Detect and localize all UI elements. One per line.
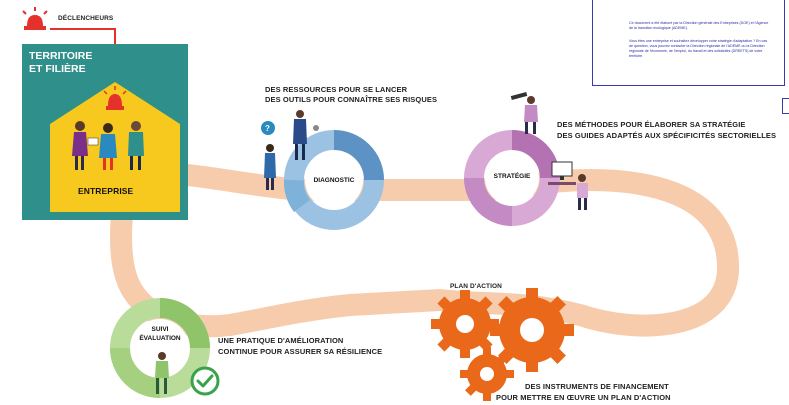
alarm-icon — [18, 6, 52, 32]
check-icon — [190, 366, 220, 396]
enterprise-label: ENTREPRISE — [78, 186, 134, 196]
diagnostic-text-line1: DES RESSOURCES POUR SE LANCER — [265, 85, 408, 94]
suivi-person-illustration — [155, 352, 169, 394]
enterprise-people-illustration — [72, 121, 144, 170]
desk-person-illustration — [548, 161, 588, 210]
strategie-ring — [464, 130, 560, 226]
suivi-label-line1: SUIVI — [151, 326, 169, 333]
territoire-title-line1: TERRITOIRE — [29, 50, 93, 62]
edge-marker — [782, 98, 789, 114]
info-note-box: Ce document a été élaboré par la Directi… — [592, 0, 785, 86]
diagnostic-label: DIAGNOSTIC — [313, 177, 355, 184]
diagnostic-people-illustration: ? — [261, 110, 319, 190]
svg-text:?: ? — [265, 124, 270, 133]
territoire-title-line2: ET FILIÈRE — [29, 63, 86, 75]
suivi-ring — [110, 298, 210, 398]
suivi-label-line2: ÉVALUATION — [139, 335, 181, 342]
plan-text-line2: POUR METTRE EN ŒUVRE UN PLAN D'ACTION — [496, 393, 671, 402]
alarm-connector — [50, 28, 116, 30]
suivi-text-line2: CONTINUE POUR ASSURER SA RÉSILIENCE — [218, 347, 383, 356]
strategie-label: STRATÉGIE — [493, 173, 531, 180]
alarm-label: DÉCLENCHEURS — [58, 15, 114, 22]
info-note-line1: Ce document a été élaboré par la Directi… — [629, 21, 769, 30]
diagnostic-ring — [283, 130, 384, 230]
plan-gears — [431, 288, 574, 401]
plan-text-line1: DES INSTRUMENTS DE FINANCEMENT — [525, 382, 669, 391]
plan-label: PLAN D'ACTION — [450, 283, 502, 290]
info-note-line2: Vous êtes une entreprise et souhaitez dé… — [629, 39, 768, 58]
suivi-text-line1: UNE PRATIQUE D'AMÉLIORATION — [218, 336, 344, 345]
strategie-text-line2: DES GUIDES ADAPTÉS AUX SPÉCIFICITÉS SECT… — [557, 131, 777, 140]
strategie-text-line1: DES MÉTHODES POUR ÉLABORER SA STRATÉGIE — [557, 120, 746, 129]
telescope-person-illustration — [510, 91, 538, 134]
siren-icon — [100, 86, 130, 112]
diagnostic-text-line2: DES OUTILS POUR CONNAÎTRE SES RISQUES — [265, 95, 438, 104]
